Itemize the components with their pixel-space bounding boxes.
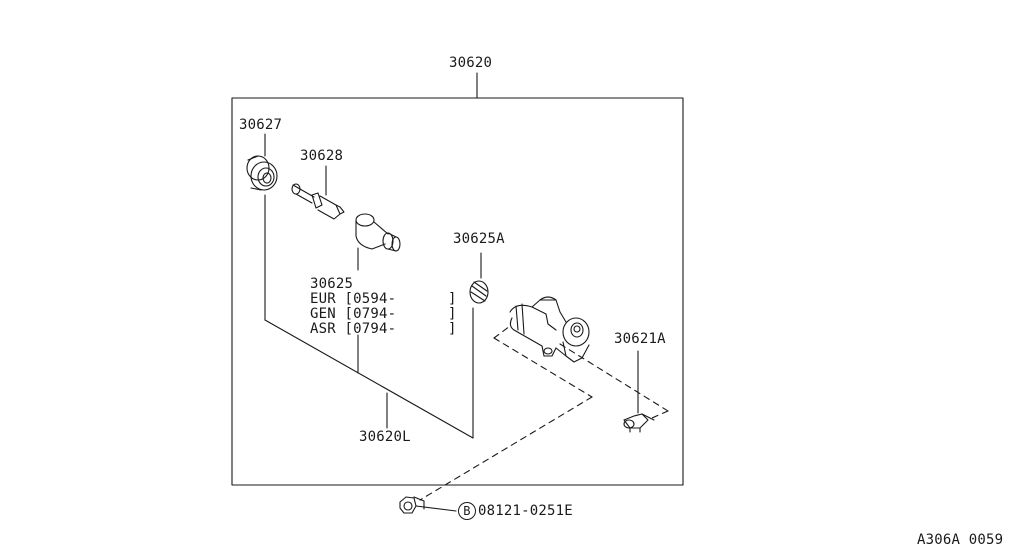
bolt-part-number: 08121-0251E: [478, 503, 573, 519]
bleeder-screw-part: [623, 350, 655, 433]
bolt-part: [399, 496, 457, 514]
install-guide-lines: [419, 325, 669, 501]
callout-bleeder[interactable]: 30625A: [453, 231, 505, 247]
piston-variant-eur: EUR [0594- ]: [310, 291, 457, 307]
figure-id: A306A 0059: [917, 532, 1004, 548]
callout-bleeder-screw[interactable]: 30621A: [614, 331, 666, 347]
seal-kit-part: [246, 133, 278, 191]
bolt-marker-icon: B: [458, 502, 476, 520]
callout-seal-kit[interactable]: 30627: [239, 117, 283, 133]
assembly-frame: [231, 97, 684, 486]
callout-piston[interactable]: 30625: [310, 276, 354, 292]
slave-cylinder-body: [509, 296, 590, 363]
callout-assembly[interactable]: 30620: [449, 55, 493, 71]
push-rod-part: [291, 165, 345, 220]
piston-variant-gen: GEN [0794- ]: [310, 306, 457, 322]
callout-repair-kit[interactable]: 30620L: [359, 429, 411, 445]
piston-variant-asr: ASR [0794- ]: [310, 321, 457, 337]
repair-kit-leaders: [264, 194, 482, 439]
callout-push-rod[interactable]: 30628: [300, 148, 344, 164]
bleeder-part: [469, 280, 489, 304]
piston-part: [355, 213, 401, 252]
